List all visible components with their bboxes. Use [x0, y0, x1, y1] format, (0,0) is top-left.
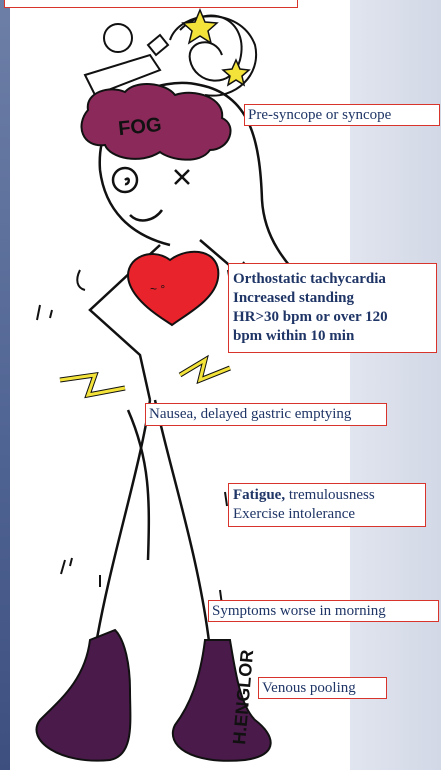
fatigue-bold-text: Fatigue,: [233, 487, 285, 503]
dizzy-face: [113, 168, 189, 220]
heart-face-mark: ~ °: [150, 282, 165, 296]
morning-text: Symptoms worse in morning: [212, 603, 386, 619]
legs: [95, 400, 210, 650]
orthostatic-line-2: Increased standing: [233, 289, 432, 308]
orthostatic-line-3: HR>30 bpm or over 120: [233, 308, 432, 327]
orthostatic-line-4: bpm within 10 min: [233, 327, 432, 346]
label-presyncope: Pre-syncope or syncope: [244, 104, 440, 126]
top-cut-off-label: [4, 0, 298, 8]
venous-text: Venous pooling: [262, 680, 356, 696]
heart-icon: [128, 252, 218, 325]
exercise-intolerance-text: Exercise intolerance: [233, 505, 421, 524]
brain-fog-text: FOG: [117, 114, 162, 140]
nausea-text: Nausea, delayed gastric emptying: [149, 406, 351, 422]
left-boot: [36, 630, 130, 761]
presyncope-text: Pre-syncope or syncope: [248, 107, 391, 123]
label-morning-symptoms: Symptoms worse in morning: [208, 600, 439, 622]
orthostatic-line-1: Orthostatic tachycardia: [233, 270, 432, 289]
label-fatigue: Fatigue, tremulousness Exercise intolera…: [228, 483, 426, 527]
label-venous-pooling: Venous pooling: [258, 677, 387, 699]
fatigue-rest-text: tremulousness: [285, 487, 375, 503]
label-nausea: Nausea, delayed gastric emptying: [145, 403, 387, 426]
label-orthostatic-tachycardia: Orthostatic tachycardia Increased standi…: [228, 263, 437, 353]
